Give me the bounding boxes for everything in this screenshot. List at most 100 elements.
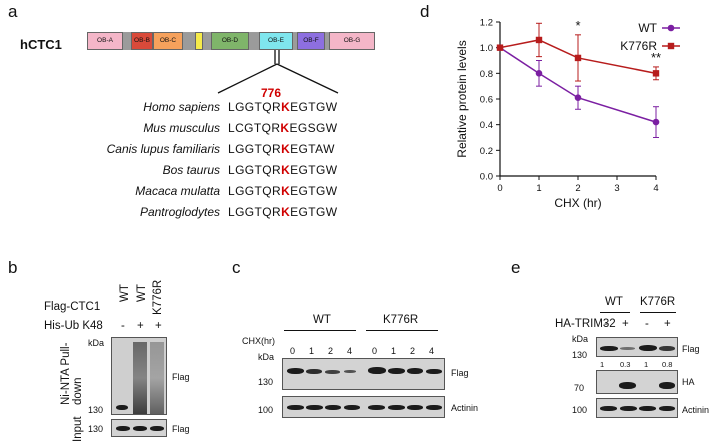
pulldown-blot bbox=[111, 337, 167, 415]
sign: + bbox=[664, 318, 671, 330]
data-point bbox=[535, 70, 543, 77]
sequence: LCGTQRKEGSGW bbox=[228, 121, 338, 135]
species-label: Mus musculus bbox=[143, 121, 220, 135]
protein-name: hCTC1 bbox=[20, 37, 62, 52]
legend-label: WT bbox=[638, 21, 657, 35]
sequence: LGGTQRKEGTGW bbox=[228, 184, 338, 198]
data-point bbox=[652, 118, 660, 126]
panel-b-letter: b bbox=[8, 258, 18, 277]
timepoint: 1 bbox=[309, 346, 315, 356]
domain-ob-a: OB-A bbox=[87, 32, 123, 50]
sign: - bbox=[121, 320, 125, 332]
group-line bbox=[640, 312, 676, 313]
legend-label: K776R bbox=[620, 39, 657, 53]
col-label: K776R bbox=[152, 279, 164, 315]
treatment-label: HA-TRIM32 bbox=[555, 318, 616, 330]
x-tick-label: 3 bbox=[614, 183, 619, 194]
quant-value: 1 bbox=[600, 360, 605, 369]
flag-blot bbox=[282, 358, 445, 390]
kda-label: kDa bbox=[572, 334, 589, 344]
zoom-lines bbox=[217, 50, 339, 94]
mw-label: 130 bbox=[88, 405, 104, 415]
band-label: Flag bbox=[451, 368, 469, 378]
y-tick-label: 1.0 bbox=[480, 43, 493, 54]
panel-e-letter: e bbox=[511, 258, 521, 277]
y-tick-label: 0.6 bbox=[480, 95, 493, 106]
timepoint: 2 bbox=[328, 346, 334, 356]
panel-a-letter: a bbox=[8, 2, 18, 21]
sequence: LGGTQRKEGTGW bbox=[228, 163, 338, 177]
his-ub-label: His-Ub K48 bbox=[44, 320, 103, 332]
panel-c-letter: c bbox=[232, 258, 241, 277]
data-point bbox=[574, 94, 582, 102]
band-label: Flag bbox=[172, 372, 190, 382]
mw-label: 100 bbox=[572, 405, 588, 415]
kda-label: kDa bbox=[258, 352, 275, 362]
quant-value: 0.8 bbox=[662, 360, 673, 369]
data-point bbox=[574, 54, 582, 62]
mw-label: 130 bbox=[88, 424, 104, 434]
y-tick-label: 0.8 bbox=[480, 69, 493, 80]
timepoint: 4 bbox=[347, 346, 353, 356]
group-label: WT bbox=[605, 296, 623, 308]
actinin-blot bbox=[282, 396, 445, 418]
sign: + bbox=[155, 320, 162, 332]
group-line bbox=[366, 330, 438, 331]
panel-d-letter: d bbox=[420, 2, 430, 21]
quant-value: 0.3 bbox=[620, 360, 631, 369]
input-blot bbox=[111, 419, 167, 437]
group-label: WT bbox=[313, 314, 331, 326]
domain-ob-f: OB-F bbox=[297, 32, 325, 50]
significance-mark: * bbox=[575, 18, 580, 33]
significance-mark: ** bbox=[651, 50, 661, 65]
data-point bbox=[652, 70, 660, 77]
band-label: Flag bbox=[682, 344, 700, 354]
flag-ctc1-label: Flag-CTC1 bbox=[44, 301, 101, 313]
x-tick-label: 1 bbox=[536, 183, 541, 194]
flag-blot bbox=[596, 337, 678, 357]
x-tick-label: 0 bbox=[497, 183, 502, 194]
band-label: Flag bbox=[172, 424, 190, 434]
pull-down-label: Ni-NTA Pull-down bbox=[60, 342, 84, 405]
domain-ob-c: OB-C bbox=[153, 32, 183, 50]
mw-label: 130 bbox=[572, 350, 588, 360]
sequence: LGGTQRKEGTGW bbox=[228, 205, 338, 219]
x-tick-label: 2 bbox=[575, 183, 580, 194]
actinin-blot bbox=[596, 398, 678, 418]
species-label: Bos taurus bbox=[162, 163, 220, 177]
series-line-K776R bbox=[499, 39, 657, 75]
mw-label: 100 bbox=[258, 405, 274, 415]
group-line bbox=[284, 330, 356, 331]
y-tick-label: 1.2 bbox=[480, 18, 493, 29]
sequence: LGGTQRKEGTAW bbox=[228, 142, 335, 156]
quant-value: 1 bbox=[644, 360, 649, 369]
y-axis-label: Relative protein levels bbox=[455, 40, 469, 157]
chx-label: CHX(hr) bbox=[242, 336, 275, 346]
timepoint: 1 bbox=[391, 346, 397, 356]
input-label: Input bbox=[72, 416, 84, 442]
species-label: Canis lupus familiaris bbox=[106, 142, 220, 156]
col-label: WT bbox=[136, 284, 148, 302]
x-tick-label: 4 bbox=[653, 183, 658, 194]
col-label: WT bbox=[119, 284, 131, 302]
legend-marker bbox=[667, 42, 675, 50]
x-axis-label: CHX (hr) bbox=[554, 196, 601, 210]
ha-blot bbox=[596, 370, 678, 394]
timepoint: 4 bbox=[429, 346, 435, 356]
sequence: LGGTQRKEGTGW bbox=[228, 100, 338, 114]
group-label: K776R bbox=[383, 314, 419, 326]
band-label: HA bbox=[682, 377, 695, 387]
legend-marker bbox=[667, 24, 675, 32]
domain-ob-b: OB-B bbox=[131, 32, 153, 50]
mw-label: 70 bbox=[574, 383, 585, 393]
group-line bbox=[600, 312, 630, 313]
domain-ob-e: OB-E bbox=[259, 32, 293, 50]
sign: - bbox=[604, 318, 608, 330]
mw-label: 130 bbox=[258, 377, 274, 387]
band-label: Actinin bbox=[451, 403, 479, 413]
data-point bbox=[535, 36, 543, 44]
sign: + bbox=[137, 320, 144, 332]
species-label: Pantroglodytes bbox=[139, 205, 220, 219]
domain-ob-d: OB-D bbox=[211, 32, 249, 50]
data-point bbox=[496, 44, 504, 51]
